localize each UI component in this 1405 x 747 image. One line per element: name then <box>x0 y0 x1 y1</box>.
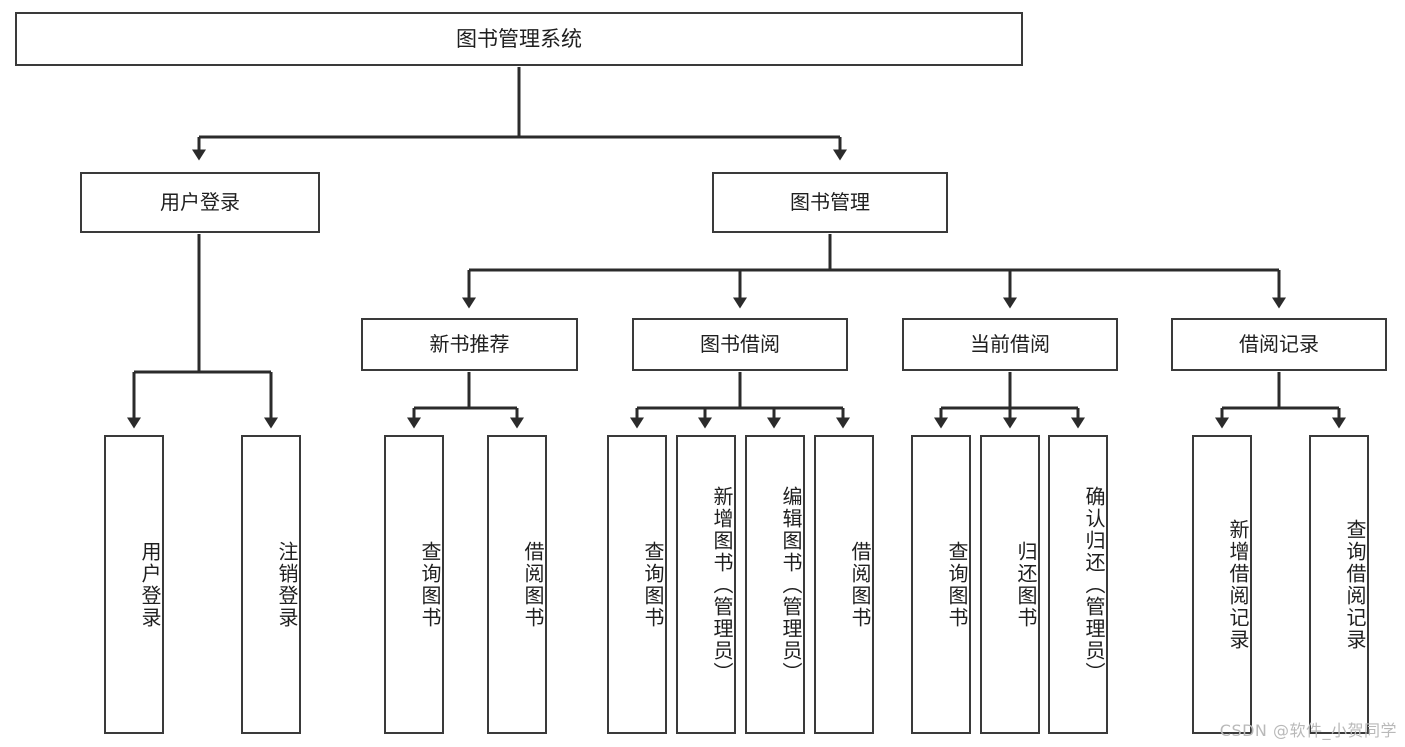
node-label: 查询借阅记录 <box>1343 518 1367 651</box>
node-label: 图书管理系统 <box>456 26 582 51</box>
node-leaf-confirm-return-admin[interactable]: 确认归还（管理员） <box>1048 435 1108 734</box>
node-label: 新增图书（管理员） <box>710 485 734 684</box>
node-leaf-query-book-borrow[interactable]: 查询图书 <box>607 435 667 734</box>
node-label: 借阅图书 <box>848 540 872 629</box>
node-label: 借阅记录 <box>1239 331 1319 356</box>
node-leaf-borrow-book-recommend[interactable]: 借阅图书 <box>487 435 547 734</box>
node-label: 确认归还（管理员） <box>1082 485 1106 684</box>
node-book-management[interactable]: 图书管理 <box>712 172 948 233</box>
node-label: 注销登录 <box>275 540 299 629</box>
node-borrow-record[interactable]: 借阅记录 <box>1171 318 1387 371</box>
node-leaf-query-borrow-record[interactable]: 查询借阅记录 <box>1309 435 1369 734</box>
node-book-borrow[interactable]: 图书借阅 <box>632 318 848 371</box>
node-leaf-edit-book-admin[interactable]: 编辑图书（管理员） <box>745 435 805 734</box>
node-user-login[interactable]: 用户登录 <box>80 172 320 233</box>
node-label: 归还图书 <box>1014 540 1038 629</box>
node-leaf-return-book[interactable]: 归还图书 <box>980 435 1040 734</box>
node-label: 借阅图书 <box>521 540 545 629</box>
node-label: 查询图书 <box>418 540 442 629</box>
node-label: 图书借阅 <box>700 331 780 356</box>
csdn-watermark: CSDN @软件_小贺同学 <box>1219 721 1397 740</box>
node-label: 查询图书 <box>945 540 969 629</box>
node-label: 当前借阅 <box>970 331 1050 356</box>
node-label: 编辑图书（管理员） <box>779 485 803 684</box>
node-leaf-user-logout[interactable]: 注销登录 <box>241 435 301 734</box>
node-label: 查询图书 <box>641 540 665 629</box>
node-label: 新书推荐 <box>429 331 510 356</box>
node-label: 新增借阅记录 <box>1226 518 1250 651</box>
node-label: 用户登录 <box>138 540 162 629</box>
node-root-book-management-system[interactable]: 图书管理系统 <box>15 12 1023 66</box>
node-leaf-query-book-current[interactable]: 查询图书 <box>911 435 971 734</box>
node-current-borrow[interactable]: 当前借阅 <box>902 318 1118 371</box>
node-new-book-recommend[interactable]: 新书推荐 <box>361 318 578 371</box>
node-leaf-query-book-recommend[interactable]: 查询图书 <box>384 435 444 734</box>
node-label: 图书管理 <box>790 189 870 214</box>
node-leaf-add-book-admin[interactable]: 新增图书（管理员） <box>676 435 736 734</box>
node-label: 用户登录 <box>160 189 240 214</box>
node-leaf-add-borrow-record[interactable]: 新增借阅记录 <box>1192 435 1252 734</box>
node-leaf-user-login[interactable]: 用户登录 <box>104 435 164 734</box>
node-leaf-borrow-book[interactable]: 借阅图书 <box>814 435 874 734</box>
